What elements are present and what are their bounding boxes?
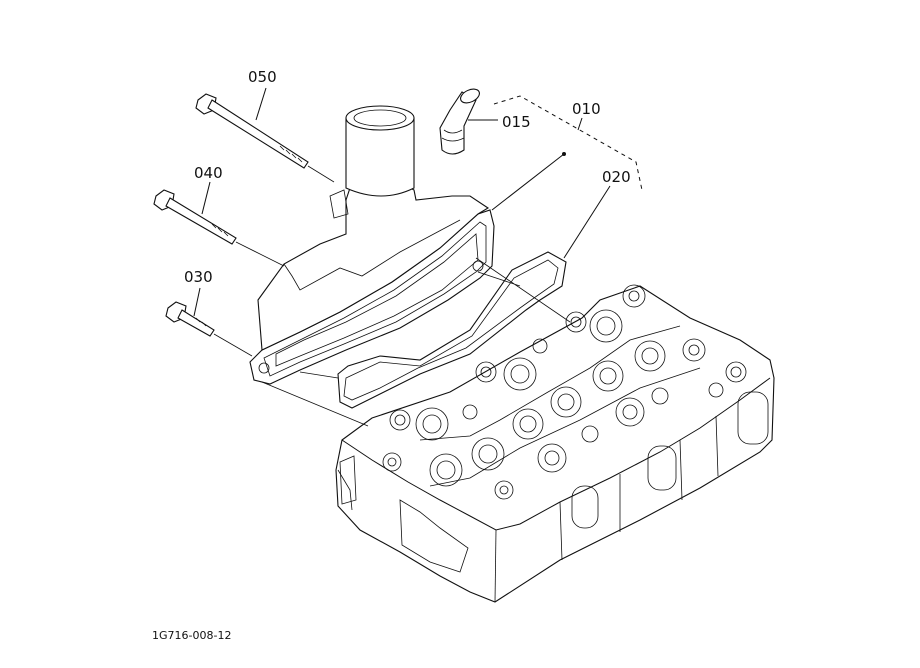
gasket-020 (337, 251, 567, 409)
bypass-pipe-015 (439, 88, 480, 155)
leader-dot (562, 152, 566, 156)
bolt-040 (153, 189, 237, 245)
leader-010-assy (491, 153, 565, 211)
alignment-lines (261, 257, 571, 427)
callout-020: 020 (602, 168, 631, 186)
callout-030: 030 (184, 268, 213, 286)
bolt-040-axis (235, 241, 285, 267)
cylinder-head (335, 284, 775, 603)
callout-050: 050 (248, 68, 277, 86)
callout-015: 015 (502, 113, 531, 131)
leader-010 (577, 117, 583, 131)
bolt-050-axis (307, 165, 335, 183)
leader-030 (193, 287, 201, 317)
callout-040: 040 (194, 164, 223, 182)
bolt-030-axis (213, 333, 253, 357)
leader-050 (255, 87, 267, 121)
callout-010: 010 (572, 100, 601, 118)
leader-040 (201, 181, 211, 215)
water-flange-housing (249, 105, 495, 385)
drawing-code: 1G716-008-12 (152, 629, 231, 642)
bolt-030 (165, 301, 215, 337)
head-ports (382, 284, 747, 500)
bolt-050 (195, 93, 309, 169)
leader-020 (563, 185, 611, 259)
